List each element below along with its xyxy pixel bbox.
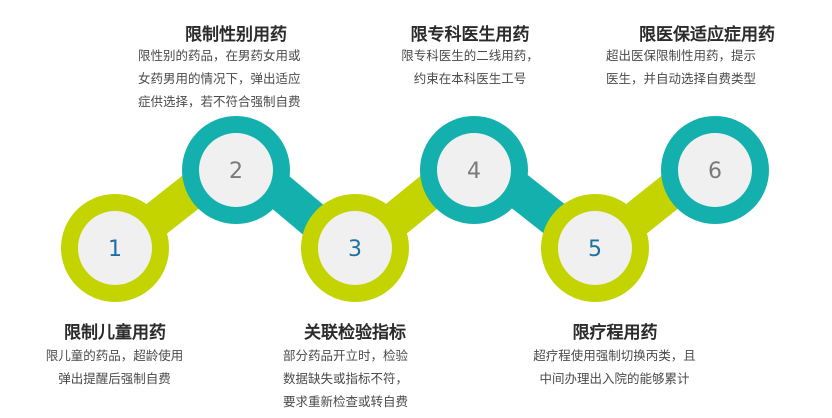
step-5-title: 限疗程用药 xyxy=(572,323,658,343)
step-2-title: 限制性别用药 xyxy=(185,25,287,45)
step-2-desc: 限性别的药品，在男药女用或 女药男用的情况下，弹出适应 症供选择，若不符合强制自… xyxy=(138,44,301,113)
step-6-desc: 超出医保限制性用药，提示 医生，并自动选择自费类型 xyxy=(606,44,756,90)
step-6-number: 6 xyxy=(708,159,722,184)
step-1-number: 1 xyxy=(108,237,122,262)
step-3-number: 3 xyxy=(348,237,362,262)
step-6-desc-line-1: 超出医保限制性用药，提示 xyxy=(606,48,757,63)
step-5-node: 5 xyxy=(541,194,649,302)
step-6-desc-line-2: 医生，并自动选择自费类型 xyxy=(606,71,757,86)
step-2-node: 2 xyxy=(182,116,290,224)
step-3-node: 3 xyxy=(301,194,409,302)
step-3-desc-line-1: 部分药品开立时，检验 xyxy=(283,348,409,363)
step-4-desc-line-1: 限专科医生的二线用药， xyxy=(401,48,539,63)
step-3-desc-line-2: 数据缺失或指标不符， xyxy=(283,371,409,386)
step-5-desc-line-1: 超疗程使用强制切换丙类，且 xyxy=(533,348,696,363)
step-4-number: 4 xyxy=(467,159,481,184)
step-1-desc: 限儿童的药品，超龄使用 弹出提醒后强制自费 xyxy=(22,344,207,390)
step-2-desc-line-2: 女药男用的情况下，弹出适应 xyxy=(138,71,301,86)
step-2-number: 2 xyxy=(229,159,243,184)
step-4-node: 4 xyxy=(420,116,528,224)
step-1-desc-line-2: 弹出提醒后强制自费 xyxy=(58,371,171,386)
step-2-desc-line-1: 限性别的药品，在男药女用或 xyxy=(138,48,301,63)
step-2-desc-line-3: 症供选择，若不符合强制自费 xyxy=(138,94,301,109)
step-4-desc-line-2: 约束在本科医生工号 xyxy=(413,71,527,86)
step-4-title: 限专科医生用药 xyxy=(410,25,530,45)
step-1-title: 限制儿童用药 xyxy=(64,323,166,343)
step-6-title: 限医保适应症用药 xyxy=(639,25,775,45)
step-5-number: 5 xyxy=(588,237,602,262)
step-1-node: 1 xyxy=(61,194,169,302)
step-3-title: 关联检验指标 xyxy=(304,323,406,343)
step-3-desc: 部分药品开立时，检验 数据缺失或指标不符， 要求重新检查或转自费 xyxy=(283,344,408,413)
step-6-node: 6 xyxy=(661,116,769,224)
step-3-desc-line-3: 要求重新检查或转自费 xyxy=(283,394,409,409)
step-4-desc: 限专科医生的二线用药， 约束在本科医生工号 xyxy=(385,44,555,90)
step-1-desc-line-1: 限儿童的药品，超龄使用 xyxy=(45,348,184,363)
step-5-desc-line-2: 中间办理出入院的能够累计 xyxy=(539,371,690,386)
step-5-desc: 超疗程使用强制切换丙类，且 中间办理出入院的能够累计 xyxy=(512,344,717,390)
